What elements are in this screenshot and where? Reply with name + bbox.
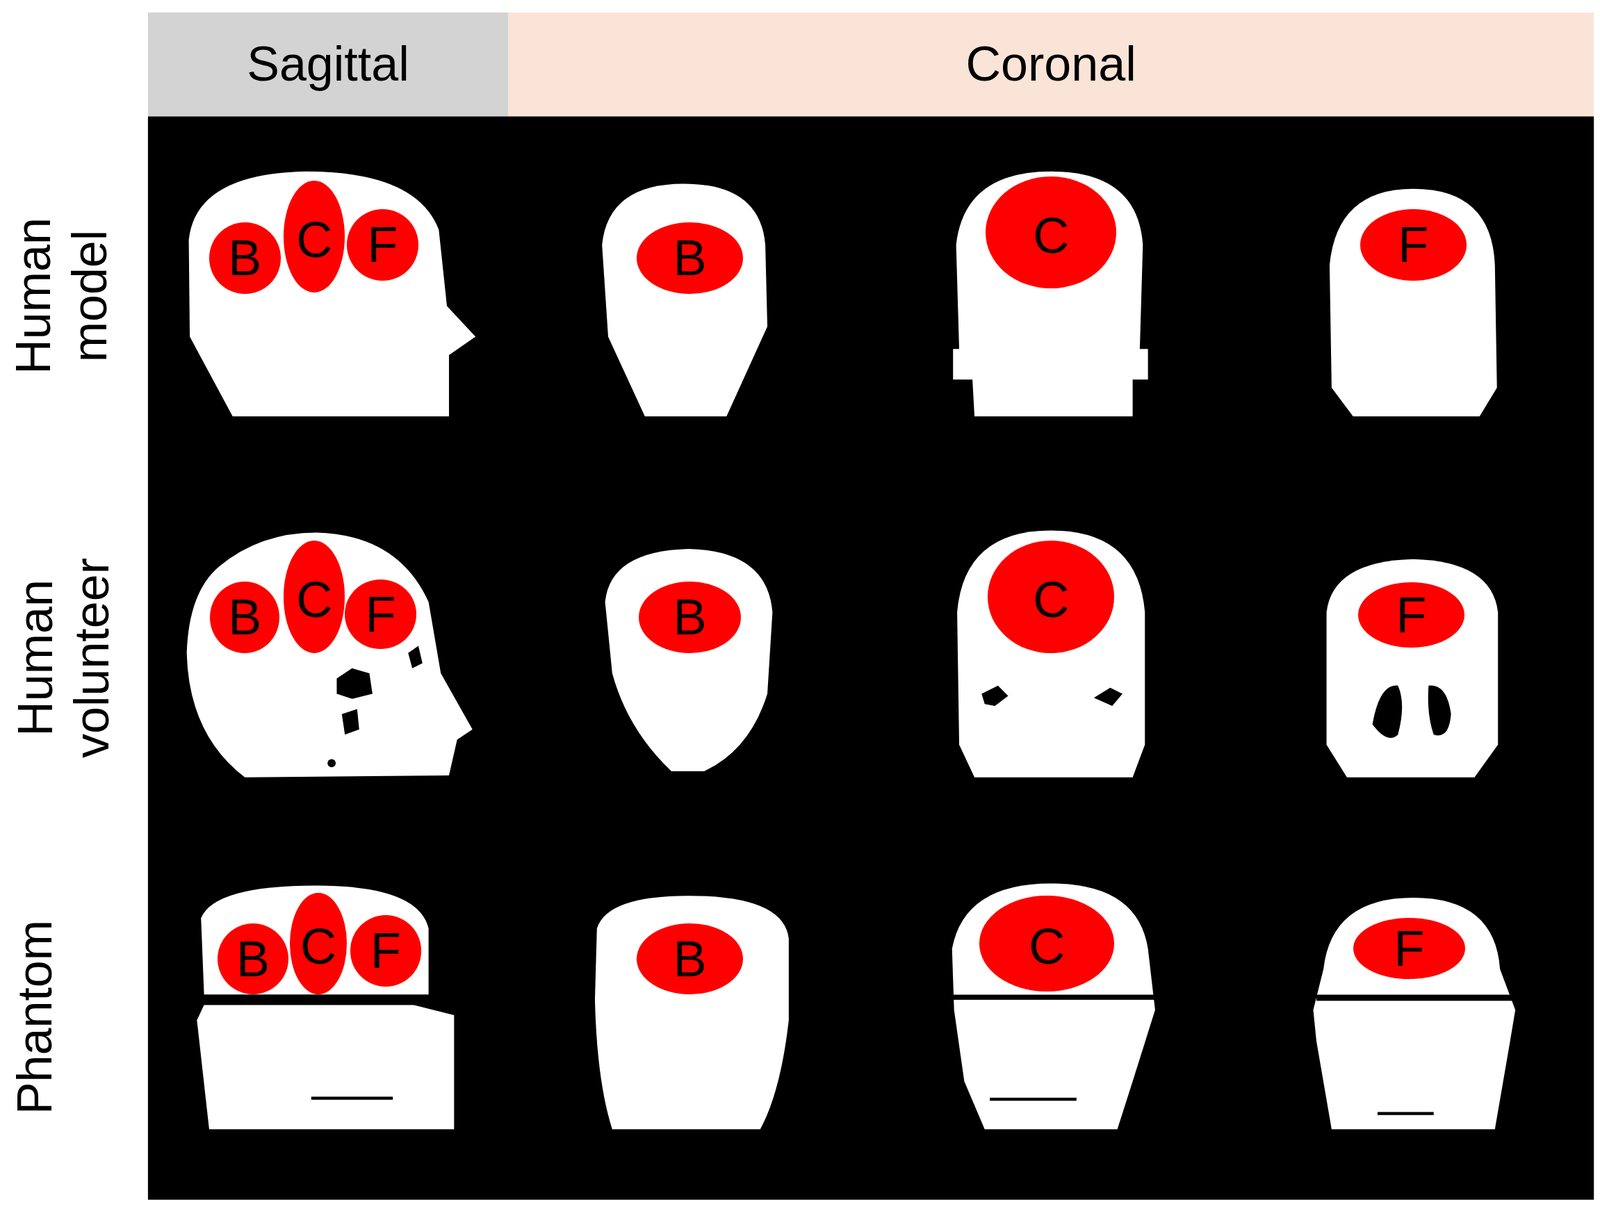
region-ellipse: B xyxy=(217,923,290,996)
region-ellipse: F xyxy=(1360,209,1467,281)
region-letter: C xyxy=(1028,921,1065,972)
head-silhouettes xyxy=(186,171,1516,1131)
region-ellipse: F xyxy=(344,579,417,650)
header-band: Sagittal xyxy=(148,12,509,117)
region-ellipse: C xyxy=(283,540,345,653)
region-ellipse: C xyxy=(979,895,1115,992)
region-letter: F xyxy=(365,589,397,640)
region-letter: F xyxy=(1393,923,1425,974)
region-letter: B xyxy=(227,592,262,643)
row-label: Human volunteer xyxy=(7,558,120,759)
row-label: Human model xyxy=(5,217,118,375)
region-ellipse: F xyxy=(346,209,419,281)
region-letter: F xyxy=(1395,590,1427,641)
region-letter: B xyxy=(672,592,707,643)
view-heading: Sagittal xyxy=(246,39,409,89)
region-letter: C xyxy=(1032,574,1069,625)
header-band: Coronal xyxy=(508,12,1594,117)
region-letter: C xyxy=(296,214,333,265)
region-ellipse: B xyxy=(209,581,280,654)
region-ellipse: B xyxy=(638,581,741,654)
region-letter: B xyxy=(236,934,270,985)
region-letter: C xyxy=(1032,210,1069,261)
region-letter: F xyxy=(367,219,399,270)
region-ellipse: B xyxy=(636,923,744,996)
region-ellipse: C xyxy=(283,180,345,293)
view-heading: Coronal xyxy=(966,39,1137,89)
region-ellipse: F xyxy=(350,915,422,987)
region-ellipse: F xyxy=(1353,918,1466,980)
region-ellipse: B xyxy=(636,222,744,295)
region-ellipse: C xyxy=(289,893,347,996)
region-letter: B xyxy=(672,232,707,283)
region-ellipse: F xyxy=(1358,582,1465,648)
region-ellipse: C xyxy=(985,176,1117,289)
anatomy-gaps xyxy=(193,645,1516,1115)
region-letter: B xyxy=(672,934,707,985)
region-letter: B xyxy=(227,232,262,283)
region-letter: C xyxy=(300,921,337,972)
region-letter: F xyxy=(1397,219,1429,270)
region-letter: C xyxy=(296,574,333,625)
region-ellipse: B xyxy=(209,222,281,295)
black-panel xyxy=(148,116,1594,1201)
region-letter: F xyxy=(370,925,402,976)
region-ellipse: C xyxy=(987,540,1115,653)
row-label: Phantom xyxy=(6,920,64,1115)
